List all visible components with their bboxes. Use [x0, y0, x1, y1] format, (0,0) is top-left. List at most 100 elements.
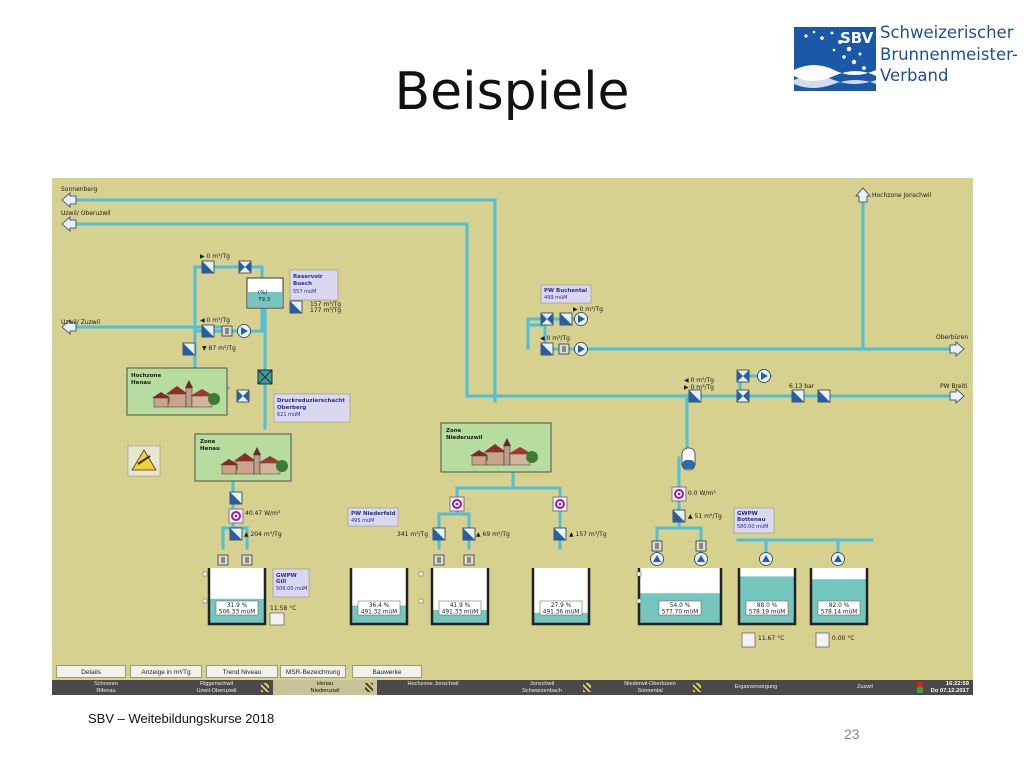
details-button[interactable]: Details — [56, 665, 126, 678]
bottenau-energy: 0.0 W/m³ — [688, 490, 716, 497]
tank-percent: 88.0 % — [757, 603, 778, 609]
nav-tab-zuzwil[interactable]: Zuzwil — [857, 684, 873, 690]
tank-level: 578.14 müM — [821, 610, 857, 616]
anzeige-button[interactable]: Anzeige in m³/Tg — [130, 665, 202, 678]
tank-wall — [531, 568, 591, 626]
outlet-uzwil-zuzwil: Uzwil/ Zuzwil — [61, 319, 100, 326]
svg-text:PW Buchental: PW Buchental — [544, 288, 587, 294]
tank-wall — [737, 568, 797, 626]
tank-level: 491.36 müM — [543, 610, 579, 616]
info-niederfeld-elev: 495 müM — [351, 518, 375, 524]
gill-flow: ▲ 204 m³/Tg — [244, 531, 282, 538]
outlet-uzwil-oberuzwil: Uzwil/ Oberuzwil — [61, 210, 111, 217]
tank-wall — [207, 568, 267, 626]
flow-buech-out2: 177 m³/Tg — [310, 307, 341, 314]
flow-buech-low: ▼ 87 m³/Tg — [202, 345, 236, 352]
flow-niederfeld-a: 341 m³/Tg — [397, 531, 428, 538]
outlet-hochzone-jonschwil: Hochzone Jonschwil — [872, 192, 932, 199]
tank-level: 491.33 müM — [442, 610, 478, 616]
trend-niveau-button[interactable]: Trend Niveau — [206, 665, 278, 678]
tank-level: 577.70 müM — [662, 610, 698, 616]
tank-percent: 41.9 % — [450, 603, 471, 609]
info-reservoir-buech-name-1: Reservoir — [293, 274, 323, 280]
flow-buchental-2: ◀ 0 m³/Tg — [540, 335, 570, 342]
temp-bottenau-1: 11.67 °C — [758, 635, 784, 642]
svg-text:Oberberg: Oberberg — [277, 405, 306, 411]
slide-title: Beispiele — [394, 62, 630, 122]
reservoir-buech-unit: (%) — [258, 290, 268, 296]
tank-empty1: 36.4 %491.32 müM — [349, 568, 409, 626]
tank-gill: 31.9 %506.33 müM — [207, 568, 267, 626]
tank-label-box — [745, 600, 789, 616]
tank-wall — [430, 568, 490, 626]
flow-breiti-1: ◀ 0 m³/Tg — [684, 377, 714, 384]
flow-niederfeld-c: ▲ 157 m³/Tg — [569, 531, 607, 538]
alarm-indicator-icon[interactable] — [917, 682, 923, 693]
svg-text:Gill: Gill — [276, 579, 286, 585]
tank-label-box — [539, 600, 583, 616]
page-number: 23 — [844, 726, 860, 742]
svg-text:Zone: Zone — [200, 439, 216, 445]
flow-buech-mid: ◀ 0 m³/Tg — [200, 317, 230, 324]
tank-percent: 27.9 % — [551, 603, 572, 609]
tank-bottenau3: 82.0 %578.14 müM — [809, 568, 869, 626]
tank-label-box — [215, 600, 259, 616]
tank-percent: 54.0 % — [670, 603, 691, 609]
temp-bottenau-2: 0.00 °C — [832, 635, 854, 642]
tank-water-fill — [739, 576, 795, 624]
tank-niederfeld: 41.9 %491.33 müM — [430, 568, 490, 626]
logo-line-3: Verband — [880, 66, 949, 85]
logo-line-1: Schweizerischer — [880, 23, 1014, 42]
outlet-sonnenberg: Sonnenberg — [61, 186, 97, 193]
tank-label-box — [357, 600, 401, 616]
flow-buech-out1: 157 m³/Tg — [310, 301, 341, 308]
footer-text: SBV – Weitebildungskurse 2018 — [88, 711, 275, 726]
svg-text:PW Niederfeld: PW Niederfeld — [351, 511, 396, 517]
outlet-pw-breiti: PW Breiti — [940, 383, 968, 390]
info-reservoir-buech-name-2: Buech — [293, 281, 312, 287]
scada-schematic: Sonnenberg Uzwil/ Oberuzwil Uzwil/ Zuzwi… — [61, 186, 968, 648]
svg-text:Niederuzwil: Niederuzwil — [446, 435, 483, 441]
info-oberberg-elev: 621 müM — [277, 412, 301, 418]
tank-wall — [349, 568, 409, 626]
nav-tab-hochzone[interactable]: Hochzone Jonschwil — [407, 681, 459, 687]
info-reservoir-buech-elev: 557 müM — [293, 289, 317, 295]
flow-buech-top: ▶ 0 m³/Tg — [200, 253, 230, 260]
clock-time: 16:22:59 — [945, 681, 969, 687]
tank-label-box — [658, 600, 702, 616]
reservoir-buech-level: 79.3 — [258, 297, 271, 303]
flow-breiti-2: ▶ 0 m³/Tg — [684, 384, 714, 391]
scada-screenshot: Sonnenberg Uzwil/ Oberuzwil Uzwil/ Zuzwi… — [52, 178, 973, 695]
tank-empty2: 27.9 %491.36 müM — [531, 568, 591, 626]
tank-level: 578.19 müM — [749, 610, 785, 616]
svg-text:Druckreduzierschacht: Druckreduzierschacht — [277, 398, 345, 404]
tank-percent: 31.9 % — [227, 603, 248, 609]
svg-text:GWPW: GWPW — [737, 511, 758, 517]
info-bottenau-elev: 580.00 müM — [737, 524, 768, 530]
temp-gill: 11.58 °C — [270, 605, 296, 612]
clock: 16:22:59 Do 07.12.2017 — [931, 681, 969, 695]
info-buchental-elev: 499 müM — [544, 295, 568, 301]
svg-text:Henau: Henau — [200, 446, 220, 452]
scada-button-bar: Details Anzeige in m³/Tg Trend Niveau MS… — [52, 664, 973, 680]
nav-tab-ergasversorgung[interactable]: Ergasversorgung — [734, 684, 778, 690]
sbv-logo-mark: SBV — [840, 29, 874, 47]
msr-bezeichnung-button[interactable]: MSR-Bezeichnung — [280, 665, 346, 678]
gill-energy: 40.47 W/m³ — [245, 510, 281, 517]
bauwerke-button[interactable]: Bauwerke — [352, 665, 422, 678]
bottenau-flow: ▲ 51 m³/Tg — [688, 513, 722, 520]
tank-label-box — [438, 600, 482, 616]
tank-percent: 36.4 % — [369, 603, 390, 609]
svg-text:Zone: Zone — [446, 428, 462, 434]
tank-label-box — [817, 600, 861, 616]
tank-level: 491.32 müM — [361, 610, 397, 616]
tank-level: 506.33 müM — [219, 610, 255, 616]
outlet-oberbueren: Oberbüren — [936, 334, 968, 341]
logo-line-2: Brunnenmeister- — [880, 44, 1018, 64]
